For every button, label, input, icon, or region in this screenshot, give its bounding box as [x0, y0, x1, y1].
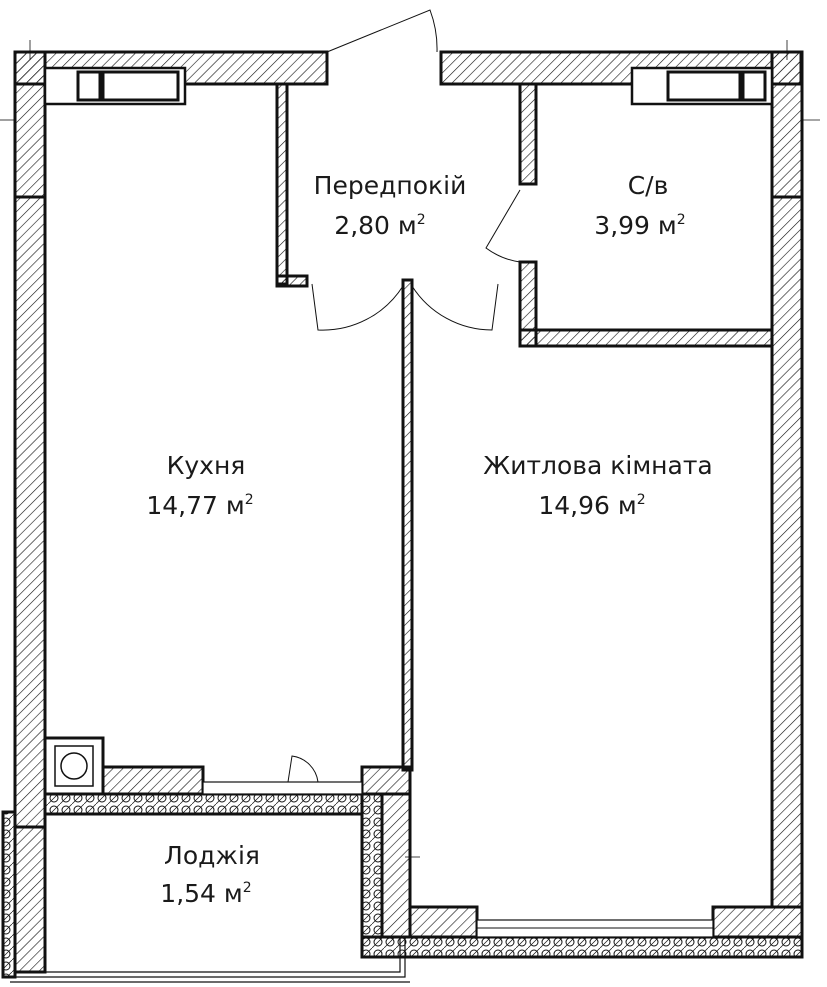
insulation-loggia-left — [1, 810, 17, 979]
room-kitchen-area: 14,77 м2 — [146, 491, 253, 520]
vent-shaft — [43, 736, 105, 796]
loggia-glazing — [44, 814, 401, 973]
room-hallway-area: 2,80 м2 — [334, 211, 425, 240]
wall-loggia-right — [380, 792, 412, 939]
room-living-name: Житлова кімната — [483, 451, 712, 480]
room-labels: Передпокій 2,80 м2 С/в 3,99 м2 Кухня 14,… — [146, 171, 712, 908]
wall-mid-bottom — [360, 765, 412, 796]
doors — [287, 9, 521, 783]
wall-hallway-left — [275, 82, 289, 286]
grid-marks — [0, 40, 820, 858]
wall-partition — [401, 278, 414, 772]
wall-left-pillar — [13, 50, 47, 199]
insulation-loggia-right — [360, 792, 384, 939]
door-entrance-left — [326, 9, 438, 53]
window-top-left — [43, 66, 187, 106]
room-bathroom-name: С/в — [628, 171, 669, 200]
wall-bathroom-left-lower — [518, 260, 538, 348]
door-bathroom — [485, 189, 521, 263]
window-top-left-pane-b — [101, 70, 180, 102]
window-top-right-pane-a — [666, 70, 742, 102]
vent-shaft-inner — [54, 745, 94, 787]
insulation-living-bottom — [360, 935, 804, 959]
window-kitchen-loggia — [202, 781, 363, 795]
vent-shaft-pipe — [60, 752, 88, 780]
wall-right — [770, 195, 804, 909]
room-hallway-name: Передпокій — [314, 171, 467, 200]
window-top-left-pane-a — [76, 70, 102, 102]
room-kitchen-name: Кухня — [167, 451, 246, 480]
door-living — [411, 283, 499, 331]
wall-hallway-stub — [275, 274, 309, 288]
walls — [13, 50, 804, 974]
wall-right-pillar — [770, 50, 804, 199]
door-loggia — [287, 755, 319, 783]
wall-bathroom-left-upper — [518, 82, 538, 186]
window-top-right — [630, 66, 774, 106]
wall-living-bottom-left — [408, 905, 479, 939]
wall-bathroom-bottom — [518, 328, 774, 348]
room-loggia-area: 1,54 м2 — [160, 879, 251, 908]
room-loggia-name: Лоджія — [164, 841, 260, 870]
wall-living-bottom-right — [711, 905, 804, 939]
room-living-area: 14,96 м2 — [538, 491, 645, 520]
wall-loggia-left — [13, 825, 47, 974]
windows — [10, 66, 774, 983]
wall-left — [13, 195, 47, 829]
insulation-kitchen — [43, 792, 364, 816]
room-bathroom-area: 3,99 м2 — [594, 211, 685, 240]
window-top-right-pane-b — [741, 70, 767, 102]
door-kitchen — [311, 283, 404, 331]
loggia-glazing-outer — [15, 937, 406, 978]
